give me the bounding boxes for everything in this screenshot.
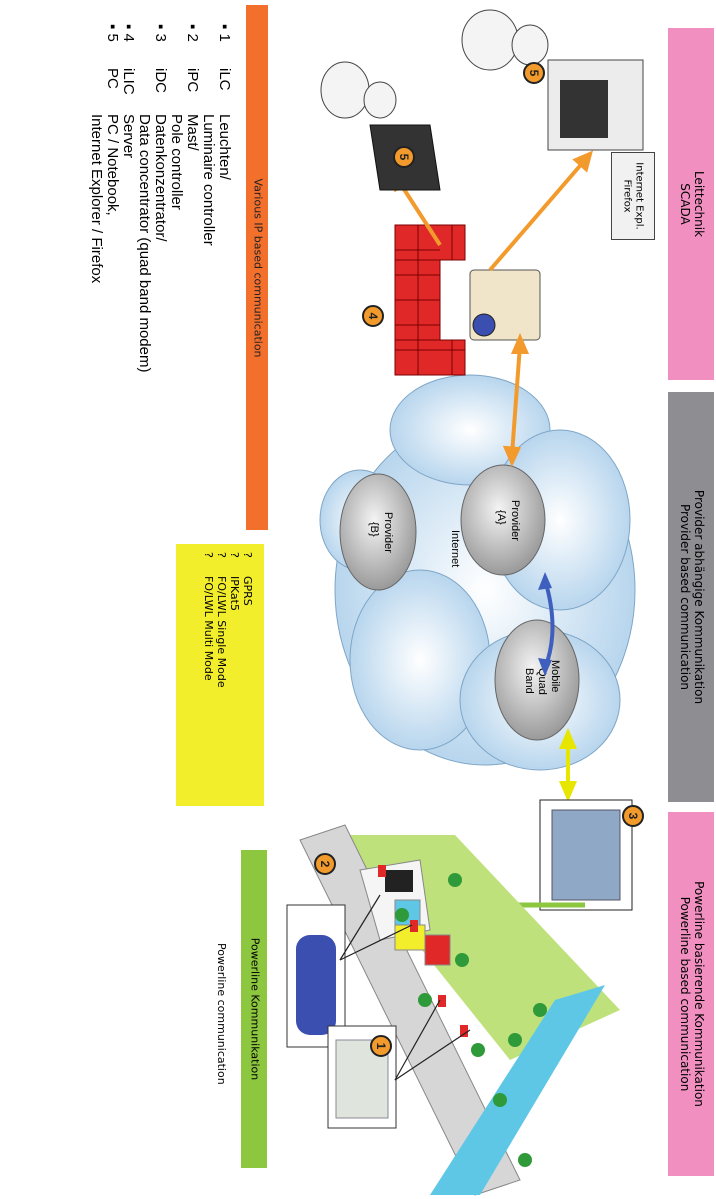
internet-cloud xyxy=(319,374,636,771)
band-provider-line2: Provider based communication xyxy=(678,503,692,691)
comm-list-item: ?FO/LWL Single Mode xyxy=(215,552,228,688)
user-desktop xyxy=(461,9,644,151)
powerline-box-line2: Powerline communication xyxy=(215,943,228,1085)
badge-3-idc: 3 xyxy=(622,805,644,827)
band-scada-line2: SCADA xyxy=(678,183,692,225)
band-powerline-line2: Powerline based communication xyxy=(678,896,692,1092)
browser-label-box: Internet Expl.Firefox xyxy=(611,152,655,240)
street-scene xyxy=(299,824,620,1196)
internet-label: Internet xyxy=(449,530,461,567)
badge-5-desktop: 5 xyxy=(523,62,545,84)
ip-communication-box: Various IP based communication xyxy=(246,5,268,530)
mobile-label3: Band xyxy=(523,668,535,694)
server-icon xyxy=(469,269,541,341)
powerline-communication-box: Powerline Kommunikation xyxy=(241,850,267,1168)
powerline-box-line1: Powerline Kommunikation xyxy=(248,937,262,1081)
badge-4-server: 4 xyxy=(362,305,384,327)
badge-5-laptop: 5 xyxy=(393,146,415,168)
browser-label-line1: Internet Expl. xyxy=(633,162,645,230)
mobile-quad-band-cloud xyxy=(494,619,580,741)
idc-arrow xyxy=(558,727,578,803)
ilc-pointers xyxy=(394,999,471,1081)
provider-mobile-arrow xyxy=(543,579,555,669)
provider-b-label2: {B} xyxy=(368,522,380,537)
comm-list-box: ?GPRS ?IPKat5 ?FO/LWL Single Mode ?FO/LW… xyxy=(176,544,264,806)
band-scada-line1: Leittechnik xyxy=(691,170,706,238)
mobile-label2: Quad xyxy=(536,668,548,695)
firewall xyxy=(394,224,466,376)
server-arrows xyxy=(391,150,593,467)
provider-a-cloud xyxy=(460,464,546,576)
browser-label-line2: Firefox xyxy=(622,179,633,213)
comm-list-item: ?FO/LWL Multi Mode xyxy=(202,552,215,681)
ip-communication-label: Various IP based communication xyxy=(251,177,265,358)
comm-list-item: ?IPKat5 xyxy=(228,552,241,611)
mobile-label1: Mobile xyxy=(549,660,561,692)
provider-a-label2: {A} xyxy=(495,510,507,525)
provider-b-label1: Provider xyxy=(382,512,394,553)
badge-1-ilc: 1 xyxy=(370,1035,392,1057)
band-powerline-line1: Powerline basierende Kommunikation xyxy=(691,881,706,1107)
band-provider-line1: Provider abhängige Kommunikation xyxy=(691,489,706,705)
ipc-pointers xyxy=(339,894,413,961)
ipc-device xyxy=(286,904,346,1048)
provider-b-cloud xyxy=(339,473,417,591)
comm-list-item: ?GPRS xyxy=(241,552,254,606)
idc-device xyxy=(539,799,633,911)
building-arrow xyxy=(406,893,585,917)
provider-a-label1: Provider xyxy=(509,500,521,541)
badge-2-ipc: 2 xyxy=(314,853,336,875)
user-laptop xyxy=(320,61,441,191)
